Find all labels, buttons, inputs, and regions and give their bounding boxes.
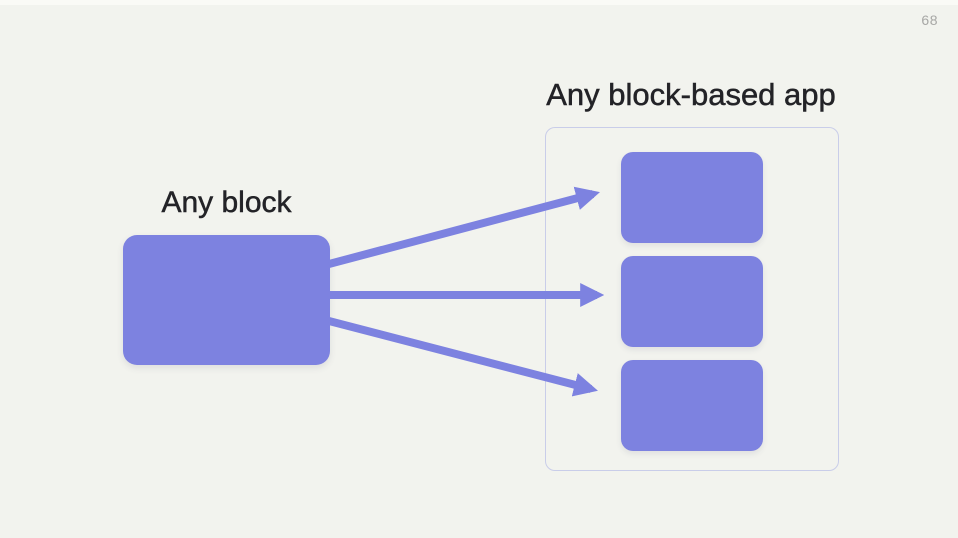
page-number: 68 <box>921 12 938 28</box>
source-block-label: Any block <box>161 186 292 220</box>
target-app-title: Any block-based app <box>546 77 836 113</box>
app-container <box>545 127 839 471</box>
app-block-1 <box>621 152 763 243</box>
app-block-3 <box>621 360 763 451</box>
app-block-2 <box>621 256 763 347</box>
source-block <box>123 235 330 365</box>
